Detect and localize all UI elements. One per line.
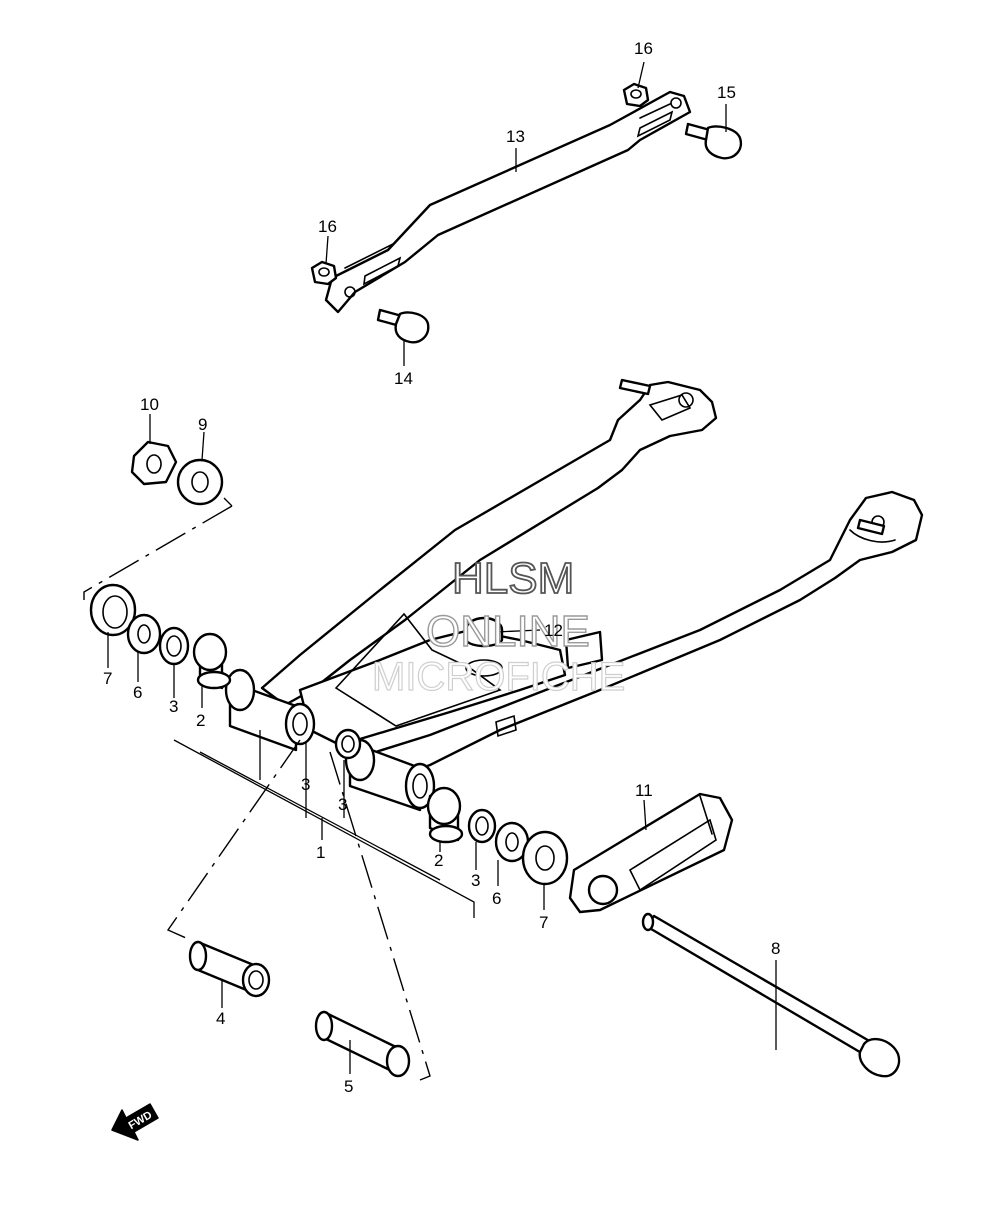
part-2-spacer-left[interactable] xyxy=(192,632,232,690)
leader-lines xyxy=(107,61,777,1074)
watermark-line-1: HLSM xyxy=(452,554,574,603)
part-4-sleeve[interactable] xyxy=(188,940,271,998)
callout-3: 3 xyxy=(301,775,310,794)
callout-7: 7 xyxy=(103,669,112,688)
callout-4: 4 xyxy=(216,1009,225,1028)
part-13-brace[interactable] xyxy=(324,90,692,314)
part-7-seal-left[interactable] xyxy=(89,583,137,637)
callout-5: 5 xyxy=(344,1077,353,1096)
callout-16: 16 xyxy=(318,217,337,236)
fwd-arrow-icon: FWD xyxy=(111,1103,159,1141)
part-6-washer-left[interactable] xyxy=(126,613,162,655)
callout-8: 8 xyxy=(771,939,780,958)
part-8-axle-bolt[interactable] xyxy=(641,912,901,1078)
callout-12: 12 xyxy=(544,621,563,640)
part-10-nut[interactable] xyxy=(130,440,178,486)
callout-14: 14 xyxy=(394,369,413,388)
callout-7: 7 xyxy=(539,913,548,932)
part-5-sleeve[interactable] xyxy=(314,1010,411,1078)
part-15-bolt[interactable] xyxy=(684,122,743,160)
callout-2: 2 xyxy=(196,711,205,730)
watermark: HLSM ONLINE MICROFICHE xyxy=(371,553,626,700)
callout-10: 10 xyxy=(140,395,159,414)
callout-13: 13 xyxy=(506,127,525,146)
assembly-lines xyxy=(83,497,475,1081)
callout-labels: 16 15 13 16 14 10 9 7 6 3 2 3 3 1 2 3 6 … xyxy=(103,39,780,1096)
callout-6: 6 xyxy=(133,683,142,702)
callout-3: 3 xyxy=(169,697,178,716)
part-9-washer[interactable] xyxy=(176,458,224,506)
part-1-swingarm[interactable] xyxy=(224,378,924,812)
watermark-line-2: ONLINE xyxy=(426,607,590,656)
callout-11: 11 xyxy=(635,781,653,800)
callout-3: 3 xyxy=(338,795,347,814)
watermark-line-3: MICROFICHE xyxy=(372,655,625,699)
part-2-spacer-right[interactable] xyxy=(426,786,464,844)
callout-1: 1 xyxy=(316,843,325,862)
callout-15: 15 xyxy=(717,83,736,102)
part-16-nut-left[interactable] xyxy=(310,260,338,286)
part-3-bearing-right[interactable] xyxy=(467,808,497,844)
part-7-seal-right[interactable] xyxy=(521,830,569,886)
part-11-chain-guide[interactable] xyxy=(568,792,734,914)
callout-16: 16 xyxy=(634,39,653,58)
callout-3: 3 xyxy=(471,871,480,890)
callout-2: 2 xyxy=(434,851,443,870)
part-16-nut-top[interactable] xyxy=(622,82,650,108)
part-3-bearing-left[interactable] xyxy=(158,626,190,666)
callout-9: 9 xyxy=(198,415,207,434)
callout-6: 6 xyxy=(492,889,501,908)
part-14-bolt[interactable] xyxy=(376,308,430,344)
part-6-washer-right[interactable] xyxy=(494,821,530,863)
